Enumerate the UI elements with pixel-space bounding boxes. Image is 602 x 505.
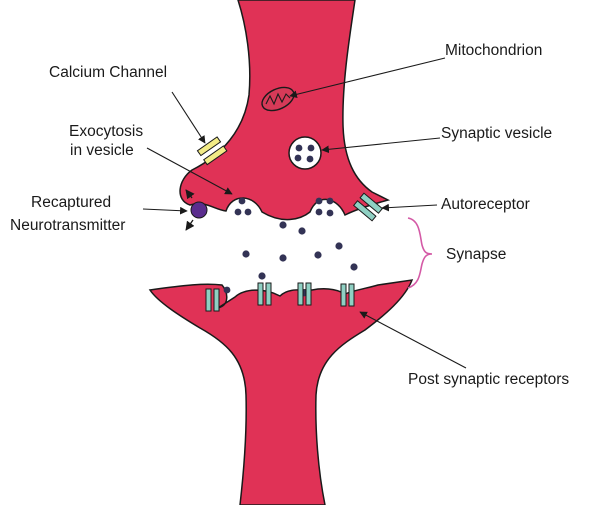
label-synaptic-vesicle: Synaptic vesicle [441,125,552,142]
label-exocytosis-2: in vesicle [70,142,134,159]
leader-autoreceptor [382,205,437,208]
presynaptic-terminal [180,0,388,220]
label-calcium-channel: Calcium Channel [49,64,167,81]
label-synapse: Synapse [446,246,506,263]
postsynaptic-dendrite [150,280,412,505]
fusing-vesicle-right [316,198,334,217]
leader-post-synaptic [360,312,466,368]
label-recaptured-2: Neurotransmitter [10,217,125,234]
label-recaptured-1: Recaptured [31,194,111,211]
leader-calcium-channel [172,92,205,143]
label-exocytosis-1: Exocytosis [69,123,143,140]
label-autoreceptor: Autoreceptor [441,196,530,213]
label-mitochondrion: Mitochondrion [445,42,542,59]
fusing-vesicle-left [235,198,252,216]
recaptured-transmitter [191,202,207,218]
synaptic-vesicle [289,137,321,169]
reuptake-arrow-down [186,220,193,230]
synapse-bracket [408,218,432,288]
cleft-transmitters [224,221,358,296]
label-post-synaptic-receptors: Post synaptic receptors [408,371,569,388]
leader-recaptured [143,209,187,211]
